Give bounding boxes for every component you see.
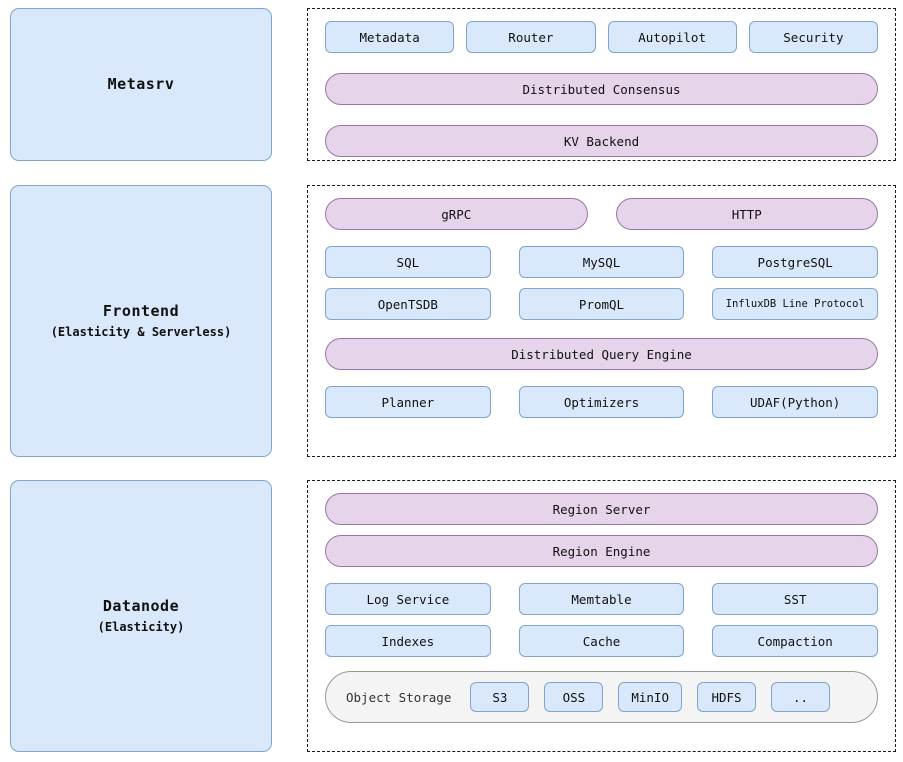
- interface-box-mysql[interactable]: MySQL: [518, 246, 685, 278]
- object-storage-container: Object Storage S3 OSS MinIO HDFS ..: [325, 671, 878, 723]
- frontend-interfaces-row-2: OpenTSDB PromQL InfluxDB Line Protocol: [325, 288, 879, 320]
- component-title-frontend: Frontend: [102, 302, 180, 321]
- storage-box-memtable[interactable]: Memtable: [518, 583, 685, 615]
- pill-grpc[interactable]: gRPC: [325, 198, 588, 230]
- component-panel-frontend[interactable]: Frontend (Elasticity & Serverless): [10, 185, 272, 457]
- interface-box-postgresql[interactable]: PostgreSQL: [712, 246, 879, 278]
- metasrv-kv-row: KV Backend: [325, 125, 878, 157]
- query-part-box-optimizers[interactable]: Optimizers: [518, 386, 685, 418]
- service-box-security[interactable]: Security: [748, 21, 878, 53]
- storage-box-sst[interactable]: SST: [712, 583, 879, 615]
- storage-box-log-service[interactable]: Log Service: [325, 583, 491, 615]
- frontend-query-engine-row: Distributed Query Engine: [325, 338, 878, 370]
- component-title-metasrv: Metasrv: [107, 74, 175, 93]
- query-part-box-udaf-python[interactable]: UDAF(Python): [712, 386, 879, 418]
- storage-box-cache[interactable]: Cache: [518, 625, 685, 657]
- group-datanode: Region Server Region Engine Log Service …: [307, 480, 896, 752]
- metasrv-consensus-row: Distributed Consensus: [325, 73, 878, 105]
- pill-region-server[interactable]: Region Server: [325, 493, 878, 525]
- metasrv-services-row: Metadata Router Autopilot Security: [325, 21, 878, 53]
- storage-box-compaction[interactable]: Compaction: [712, 625, 879, 657]
- object-storage-chip-more[interactable]: ..: [771, 682, 830, 712]
- frontend-protocols-row: gRPC HTTP: [325, 198, 878, 230]
- datanode-object-storage-row: Object Storage S3 OSS MinIO HDFS ..: [325, 671, 878, 723]
- component-subtitle-datanode: (Elasticity): [97, 619, 185, 634]
- service-box-autopilot[interactable]: Autopilot: [607, 21, 737, 53]
- object-storage-label: Object Storage: [346, 689, 452, 705]
- datanode-storage-row-2: Indexes Cache Compaction: [325, 625, 879, 657]
- component-panel-datanode[interactable]: Datanode (Elasticity): [10, 480, 272, 752]
- storage-box-indexes[interactable]: Indexes: [325, 625, 491, 657]
- pill-distributed-query-engine[interactable]: Distributed Query Engine: [325, 338, 878, 370]
- group-frontend: gRPC HTTP SQL MySQL PostgreSQL OpenTSDB …: [307, 185, 896, 457]
- pill-region-engine[interactable]: Region Engine: [325, 535, 878, 567]
- component-title-datanode: Datanode: [102, 597, 180, 616]
- query-part-box-planner[interactable]: Planner: [325, 386, 491, 418]
- object-storage-chip-s3[interactable]: S3: [470, 682, 530, 712]
- datanode-region-server-row: Region Server: [325, 493, 878, 525]
- interface-box-sql[interactable]: SQL: [325, 246, 491, 278]
- object-storage-chip-oss[interactable]: OSS: [544, 682, 604, 712]
- interface-box-influxdb-line-protocol[interactable]: InfluxDB Line Protocol: [712, 288, 879, 320]
- frontend-query-parts-row: Planner Optimizers UDAF(Python): [325, 386, 879, 418]
- service-box-metadata[interactable]: Metadata: [325, 21, 455, 53]
- service-box-router[interactable]: Router: [466, 21, 596, 53]
- component-panel-metasrv[interactable]: Metasrv: [10, 8, 272, 161]
- datanode-region-engine-row: Region Engine: [325, 535, 878, 567]
- component-subtitle-frontend: (Elasticity & Serverless): [50, 324, 232, 339]
- frontend-interfaces-row-1: SQL MySQL PostgreSQL: [325, 246, 879, 278]
- pill-http[interactable]: HTTP: [615, 198, 878, 230]
- group-metasrv: Metadata Router Autopilot Security Distr…: [307, 8, 896, 161]
- pill-kv-backend[interactable]: KV Backend: [325, 125, 878, 157]
- pill-distributed-consensus[interactable]: Distributed Consensus: [325, 73, 878, 105]
- datanode-storage-row-1: Log Service Memtable SST: [325, 583, 879, 615]
- interface-box-opentsdb[interactable]: OpenTSDB: [325, 288, 491, 320]
- object-storage-chip-hdfs[interactable]: HDFS: [697, 682, 756, 712]
- object-storage-chip-minio[interactable]: MinIO: [618, 682, 682, 712]
- interface-box-promql[interactable]: PromQL: [518, 288, 685, 320]
